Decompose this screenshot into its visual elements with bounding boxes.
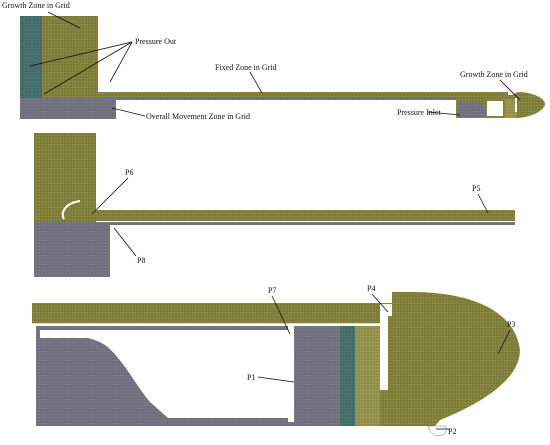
overall-movement-region [20,98,116,119]
label-p5: P5 [472,184,480,193]
bottom-white-cavity [40,330,290,418]
inlet-gap [487,101,503,116]
top-panel: Growth Zone in Grid Pressure Out Fixed Z… [2,1,545,121]
label-p8: P8 [137,256,145,265]
label-p6: P6 [125,168,133,177]
label-p4: P4 [367,284,375,293]
leader-p5 [477,193,489,214]
leader-pressure-out-2 [43,41,133,95]
label-growth-zone-left: Growth Zone in Grid [2,1,70,10]
fixed-zone-channel [98,92,508,97]
leader-growth-zone-right [499,79,521,101]
label-p2: P2 [448,427,456,436]
leader-pressure-inlet [427,111,461,116]
label-fixed-zone: Fixed Zone in Grid [215,63,277,72]
growth-zone-left-region [20,16,42,98]
mid-chamber-region [34,133,96,221]
leader-growth-zone-left [47,11,81,29]
fixed-zone-lower-strip [98,97,508,100]
mid-lower-strip [96,221,515,225]
mid-base-region [34,221,110,277]
bottom-channel [32,303,392,324]
bottom-lighter-band [355,326,380,426]
pressure-inlet-cavity [458,101,486,118]
label-growth-zone-right: Growth Zone in Grid [460,70,528,79]
label-p3: P3 [507,320,515,329]
chamber-region [42,16,98,98]
leader-pressure-out-1 [29,41,133,67]
slot-p7 [288,326,294,422]
label-pressure-inlet: Pressure Inlet [397,108,442,117]
growth-zone-right-region [505,99,517,118]
label-overall-movement: Overall Movement Zone in Grid [146,112,250,121]
leader-p6 [91,177,129,215]
leader-p4 [371,293,389,313]
inlet-slot [515,98,517,112]
notch-p2 [427,425,447,437]
label-pressure-out: Pressure Out [135,37,177,46]
leader-fixed-zone [249,71,263,94]
middle-panel: P6 P5 P8 [34,133,515,277]
slot-p4 [380,304,392,390]
leader-p7 [271,295,291,335]
leader-p1 [257,376,295,383]
leader-p3 [497,329,511,355]
leader-p8 [113,227,137,257]
bottom-nozzle-head [380,292,520,426]
label-p7: P7 [268,286,276,295]
leader-overall-movement [111,107,146,117]
leader-pressure-out-3 [109,41,133,83]
mid-hook-slot [61,200,81,220]
label-p1: P1 [247,373,255,382]
bottom-panel: P7 P4 P3 P1 P2 [32,284,520,437]
mid-channel [96,210,515,221]
